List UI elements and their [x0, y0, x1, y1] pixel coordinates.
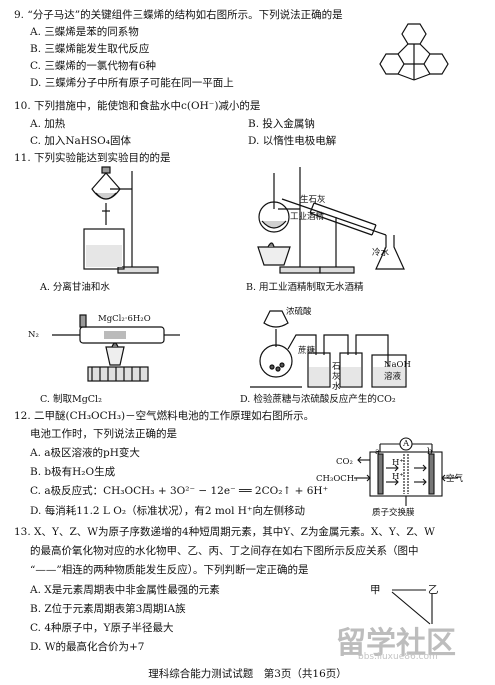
label-conc-sulfuric-acid: 浓硫酸 — [286, 307, 312, 317]
label-yi: 乙 — [428, 584, 439, 596]
label-quicklime: 生石灰 — [300, 195, 326, 205]
q9-option-d: D. 三蝶烯分子中所有原子可能在同一平面上 — [30, 77, 234, 89]
label-sucrose: 蔗糖 — [298, 346, 316, 356]
triptycene-structure — [379, 23, 449, 81]
label-h-plus-1: H⁺ — [392, 458, 404, 468]
label-naoh: NaOH — [384, 360, 411, 370]
label-co2: CO₂ — [336, 457, 353, 467]
q10-option-a: A. 加热 — [30, 118, 66, 130]
label-electrode-a: a — [375, 447, 381, 457]
q9-option-b: B. 三蝶烯能发生取代反应 — [30, 43, 150, 55]
label-ammeter: A — [403, 439, 410, 449]
q9-option-a: A. 三蝶烯是苯的同系物 — [30, 26, 139, 38]
q13-option-b: B. Z位于元素周期表第3周期ⅠA族 — [30, 603, 186, 615]
apparatus-d-co2-test — [250, 310, 407, 388]
q13-stem: 13. X、Y、Z、W为原子序数递增的4种短周期元素，其中Y、Z为金属元素。X、… — [14, 526, 435, 538]
label-proton-membrane: 质子交换膜 — [372, 508, 415, 518]
q13-stem-2: 的最高价氧化物对应的水化物甲、乙、丙、丁之间存在如右下图所示反应关系（图中 — [30, 545, 419, 557]
q13-option-d: D. W的最高化合价为+7 — [30, 641, 145, 653]
q11-stem: 11. 下列实验能达到实验目的的是 — [14, 152, 171, 164]
apparatus-b-distillation — [257, 167, 405, 274]
q13-option-c: C. 4种原子中，Y原子半径最大 — [30, 622, 174, 634]
q9-option-c: C. 三蝶烯的一氯代物有6种 — [30, 60, 157, 72]
apparatus-c-heating-tube — [52, 314, 180, 382]
q9-stem: 9. “分子马达”的关键组件三蝶烯的结构如右图所示。下列说法正确的是 — [14, 9, 343, 21]
q13-stem-3: “——”相连的两种物质能发生反应）。下列判断一定正确的是 — [30, 564, 309, 576]
q12-option-d: D. 每消耗11.2 L O₂（标准状况），有2 mol H⁺向左侧移动 — [30, 505, 306, 517]
q12-stem-2: 电池工作时，下列说法正确的是 — [30, 428, 177, 440]
q11-option-a: A. 分离甘油和水 — [40, 282, 110, 293]
label-n2: N₂ — [28, 330, 39, 340]
label-cold-water: 冷水 — [372, 248, 390, 258]
q11-option-b: B. 用工业酒精制取无水酒精 — [246, 282, 364, 293]
q13-option-a: A. X是元素周期表中非金属性最强的元素 — [30, 584, 220, 596]
label-limewater: 石灰水 — [332, 362, 341, 392]
label-air: 空气 — [446, 474, 464, 484]
apparatus-a-separatory-funnel — [83, 166, 159, 274]
q10-stem: 10. 下列措施中，能使饱和食盐水中c(OH⁻)减小的是 — [14, 100, 261, 112]
label-mgcl2-hydrate: MgCl₂·6H₂O — [98, 314, 151, 324]
watermark-logo: 留学社区 — [336, 626, 456, 661]
q12-option-b: B. b极有H₂O生成 — [30, 466, 116, 478]
label-dimethyl-ether: CH₃OCH₃ — [316, 474, 358, 484]
label-solution: 溶液 — [384, 372, 402, 382]
q10-option-d: D. 以惰性电极电解 — [248, 135, 337, 147]
watermark-url: bbs.liuxue86.com — [358, 652, 438, 662]
label-industrial-alcohol: 工业酒精 — [290, 212, 325, 222]
fuel-cell-diagram — [354, 437, 458, 506]
q11-option-d: D. 检验蔗糖与浓硫酸反应产生的CO₂ — [240, 394, 396, 405]
q11-option-c: C. 制取MgCl₂ — [40, 394, 102, 405]
q10-option-b: B. 投入金属钠 — [248, 118, 315, 130]
q12-stem: 12. 二甲醚(CH₃OCH₃)－空气燃料电池的工作原理如右图所示。 — [14, 410, 315, 422]
label-electrode-b: b — [427, 447, 433, 457]
page-footer: 理科综合能力测试试题 第3页（共16页） — [148, 668, 347, 680]
label-jia: 甲 — [370, 584, 381, 596]
reaction-relation-diagram — [391, 589, 433, 625]
q10-option-c: C. 加入NaHSO₄固体 — [30, 135, 131, 147]
label-h-plus-2: H⁺ — [392, 472, 404, 482]
q12-option-c: C. a极反应式：CH₃OCH₃ + 3O²⁻ − 12e⁻ ══ 2CO₂↑ … — [30, 485, 329, 497]
q12-option-a: A. a极区溶液的pH变大 — [30, 447, 140, 459]
